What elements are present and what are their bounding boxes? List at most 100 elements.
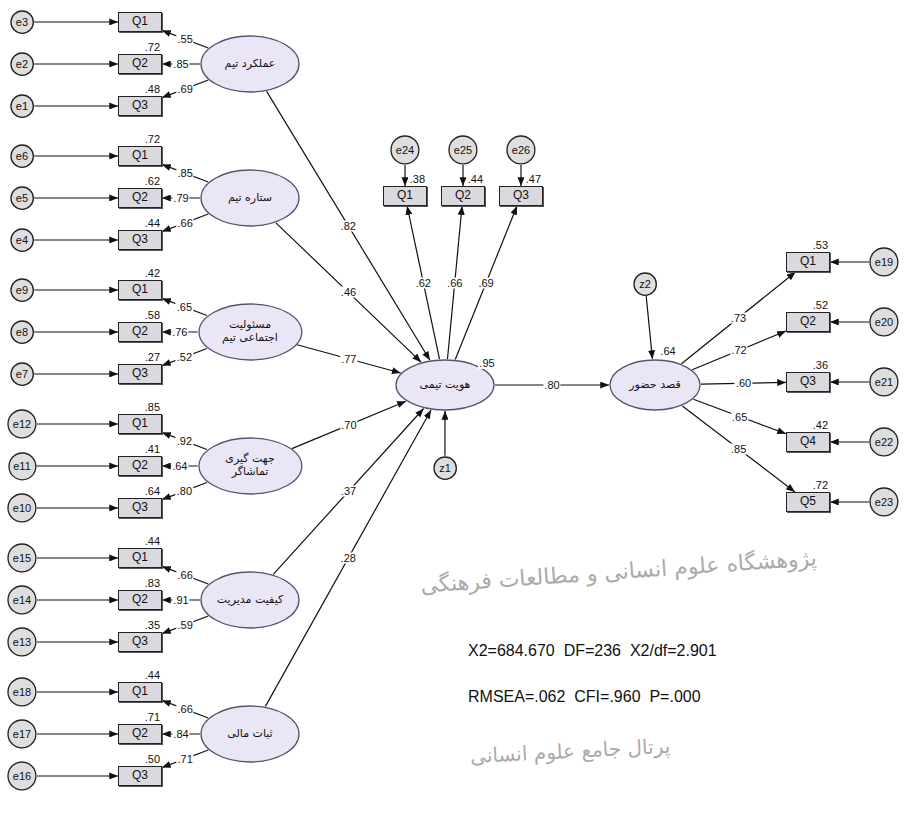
coefficient-label: .62	[415, 277, 432, 288]
indicator-box: Q2.41	[118, 456, 162, 476]
indicator-box: Q3.64	[118, 498, 162, 518]
watermark: پرتال جامع علوم انسانی	[470, 735, 671, 767]
coefficient-label: .52	[176, 352, 193, 363]
coefficient-label: .85	[172, 59, 189, 70]
coefficient-label: .76	[171, 327, 188, 338]
variable-name: e25	[454, 144, 472, 157]
indicator-box: Q3.35	[118, 632, 162, 652]
variable-name: e13	[13, 636, 31, 649]
variable-name: Q2	[132, 191, 148, 205]
path-arrow	[37, 557, 118, 558]
indicator-box: Q5.72	[786, 492, 830, 512]
latent-ellipse: جهت گیری تماشاگر	[198, 437, 303, 495]
variable-name: کیفیت مدیریت	[217, 594, 283, 607]
indicator-box: Q2.71	[118, 724, 162, 744]
path-arrow	[34, 373, 118, 374]
latent-ellipse: ثبات مالی	[200, 705, 300, 763]
variable-name: e2	[16, 58, 28, 71]
error-circle: e10	[7, 493, 37, 523]
r-squared-value: .47	[525, 174, 542, 185]
coefficient-label: .73	[730, 312, 747, 323]
variable-name: e1	[16, 100, 28, 113]
variable-name: e10	[13, 502, 31, 515]
variable-name: e23	[875, 496, 893, 509]
variable-name: Q3	[132, 635, 148, 649]
path-arrow	[830, 381, 869, 382]
error-circle: e12	[7, 409, 37, 439]
r-squared-value: .83	[144, 578, 161, 589]
variable-name: e20	[875, 316, 893, 329]
variable-name: Q1	[800, 255, 816, 269]
indicator-box: Q3.27	[118, 364, 162, 384]
variable-name: جهت گیری تماشاگر	[212, 453, 288, 478]
variable-name: Q3	[132, 769, 148, 783]
r-squared-value: .71	[144, 712, 161, 723]
path-arrow	[646, 296, 652, 359]
indicator-box: Q1.44	[118, 548, 162, 568]
variable-name: ستاره تیم	[228, 192, 272, 205]
path-arrow	[404, 165, 405, 186]
variable-name: Q3	[132, 233, 148, 247]
path-arrow	[830, 441, 869, 442]
variable-name: Q1	[132, 283, 148, 297]
variable-name: Q2	[132, 325, 148, 339]
error-circle: e5	[10, 186, 34, 210]
variable-name: Q2	[800, 315, 816, 329]
path-arrow	[34, 105, 118, 106]
coefficient-label: .85	[176, 168, 193, 179]
error-circle: e20	[869, 307, 899, 337]
indicator-box: Q2.83	[118, 590, 162, 610]
indicator-box: Q1.85	[118, 414, 162, 434]
coefficient-label: .82	[340, 220, 357, 231]
coefficient-label: .65	[731, 411, 748, 422]
path-arrow	[162, 750, 208, 768]
r-squared-value: .35	[144, 620, 161, 631]
error-circle: e17	[7, 719, 37, 749]
coefficient-label: .66	[176, 217, 193, 228]
variable-name: e3	[16, 16, 28, 29]
error-circle: e16	[7, 761, 37, 791]
r-squared-value: .72	[144, 134, 161, 145]
error-circle: e9	[10, 278, 34, 302]
path-arrow	[162, 80, 208, 98]
variable-name: Q3	[132, 99, 148, 113]
path-arrow	[297, 345, 401, 373]
variable-name: e9	[16, 284, 28, 297]
variable-name: e5	[16, 192, 28, 205]
error-circle: e23	[869, 487, 899, 517]
path-arrow	[34, 239, 118, 240]
r-squared-value: .64	[659, 346, 676, 357]
coefficient-label: .66	[176, 570, 193, 581]
r-squared-value: .95	[478, 358, 495, 369]
r-squared-value: .72	[144, 42, 161, 53]
coefficient-label: .66	[446, 277, 463, 288]
error-circle: e19	[869, 247, 899, 277]
coefficient-label: .66	[176, 704, 193, 715]
variable-name: Q1	[132, 15, 148, 29]
variable-name: Q2	[132, 57, 148, 71]
variable-name: Q1	[132, 685, 148, 699]
watermark: پژوهشگاه علوم انسانی و مطالعات فرهنگی	[420, 546, 818, 598]
error-circle: e4	[10, 228, 34, 252]
indicator-box: Q3.47	[499, 186, 543, 206]
path-arrow	[444, 411, 445, 456]
variable-name: e4	[16, 234, 28, 247]
variable-name: e22	[875, 436, 893, 449]
r-squared-value: .72	[812, 480, 829, 491]
error-circle: z2	[633, 272, 657, 296]
r-squared-value: .44	[144, 670, 161, 681]
error-circle: e25	[448, 135, 478, 165]
coefficient-label: .70	[340, 419, 357, 430]
coefficient-label: .85	[730, 443, 747, 454]
indicator-box: Q2.52	[786, 312, 830, 332]
error-circle: e22	[869, 427, 899, 457]
indicator-box: Q1.53	[786, 252, 830, 272]
r-squared-value: .44	[144, 218, 161, 229]
path-arrow	[830, 321, 869, 322]
r-squared-value: .27	[144, 352, 161, 363]
path-arrow	[407, 206, 439, 359]
path-arrow	[37, 507, 118, 508]
variable-name: e26	[512, 144, 530, 157]
path-arrow	[162, 30, 208, 48]
path-arrow	[692, 331, 786, 370]
